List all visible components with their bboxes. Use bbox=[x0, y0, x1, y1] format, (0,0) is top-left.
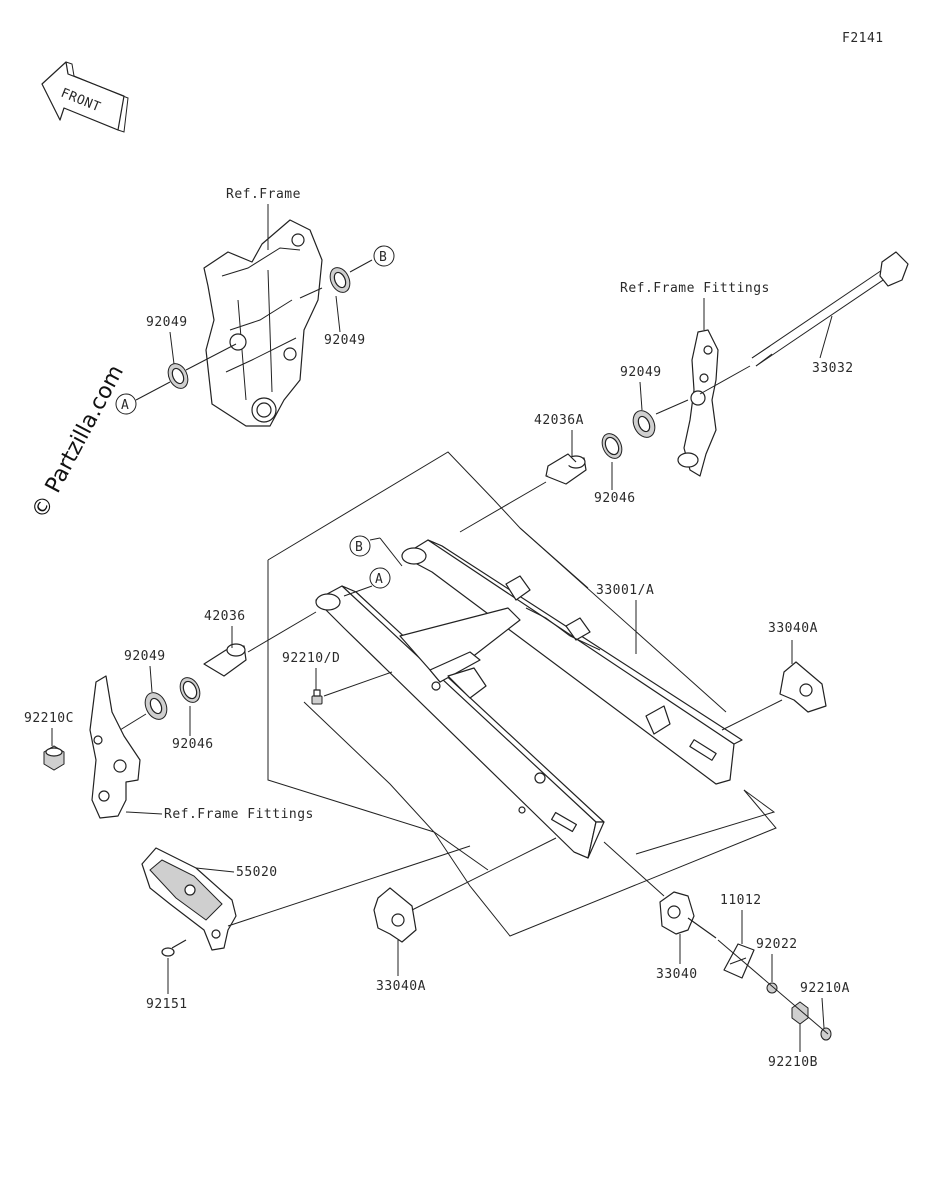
part-92049-a: 92049 bbox=[146, 315, 188, 330]
needle-bearing-92046-right bbox=[601, 433, 623, 459]
callout-a-swingarm: A bbox=[369, 567, 391, 589]
washer-92022 bbox=[766, 982, 778, 994]
screw-92151 bbox=[161, 939, 187, 957]
part-92046-b: 92046 bbox=[172, 737, 214, 752]
callout-b-top: B bbox=[373, 245, 395, 267]
chain-adjuster-33040a-left bbox=[373, 887, 417, 943]
svg-text:A: A bbox=[121, 398, 129, 413]
callout-b-swingarm: B bbox=[349, 535, 371, 557]
needle-bearing-92046-left bbox=[179, 677, 201, 703]
part-33040a-b: 33040A bbox=[376, 979, 426, 994]
part-42036: 42036 bbox=[204, 609, 246, 624]
part-11012: 11012 bbox=[720, 893, 762, 908]
ref-frame-label: Ref.Frame bbox=[226, 187, 301, 202]
assembly-guide-lines bbox=[267, 451, 777, 937]
swingarm-33001a bbox=[315, 539, 743, 859]
washer-92049-left-pivot bbox=[144, 692, 168, 720]
frame-plate bbox=[203, 219, 323, 427]
svg-text:A: A bbox=[375, 572, 383, 587]
part-92210d: 92210/D bbox=[282, 651, 340, 666]
washer-92049-right bbox=[329, 267, 351, 293]
part-33040: 33040 bbox=[656, 967, 698, 982]
part-33032: 33032 bbox=[812, 361, 854, 376]
frame-fittings-right-bracket bbox=[677, 329, 719, 477]
nut-92210b bbox=[791, 1001, 809, 1025]
washer-92049-left bbox=[167, 363, 189, 389]
part-92022: 92022 bbox=[756, 937, 798, 952]
front-arrow-icon: FRONT bbox=[41, 61, 129, 133]
part-33001a: 33001/A bbox=[596, 583, 654, 598]
chain-adjuster-33040a-right bbox=[779, 661, 827, 713]
svg-text:B: B bbox=[355, 540, 363, 555]
part-92049-b: 92049 bbox=[324, 333, 366, 348]
ref-frame-fittings-right: Ref.Frame Fittings bbox=[620, 281, 770, 296]
part-92210a: 92210A bbox=[800, 981, 850, 996]
callout-a-top: A bbox=[115, 393, 137, 415]
bolt-33032 bbox=[750, 251, 909, 367]
chain-adjuster-33040 bbox=[659, 891, 717, 939]
ref-frame-fittings-left: Ref.Frame Fittings bbox=[164, 807, 314, 822]
part-92210b: 92210B bbox=[768, 1055, 818, 1070]
diagram-code: F2141 bbox=[842, 31, 884, 46]
nut-92210c bbox=[43, 745, 65, 771]
part-33040a-a: 33040A bbox=[768, 621, 818, 636]
sleeve-42036 bbox=[203, 643, 247, 677]
part-42036a: 42036A bbox=[534, 413, 584, 428]
part-92049-c: 92049 bbox=[620, 365, 662, 380]
part-92046-a: 92046 bbox=[594, 491, 636, 506]
washer-92049-right-pivot bbox=[632, 410, 656, 438]
part-92210c: 92210C bbox=[24, 711, 74, 726]
part-92151: 92151 bbox=[146, 997, 188, 1012]
frame-fittings-left-bracket bbox=[89, 675, 141, 819]
nut-92210a bbox=[820, 1027, 832, 1041]
bolt-92210d bbox=[311, 689, 323, 705]
chain-guard-55020 bbox=[141, 847, 237, 951]
sleeve-42036a bbox=[545, 453, 587, 485]
svg-text:B: B bbox=[379, 250, 387, 265]
watermark: © Partzilla.com bbox=[27, 361, 129, 523]
part-55020: 55020 bbox=[236, 865, 278, 880]
part-92049-d: 92049 bbox=[124, 649, 166, 664]
